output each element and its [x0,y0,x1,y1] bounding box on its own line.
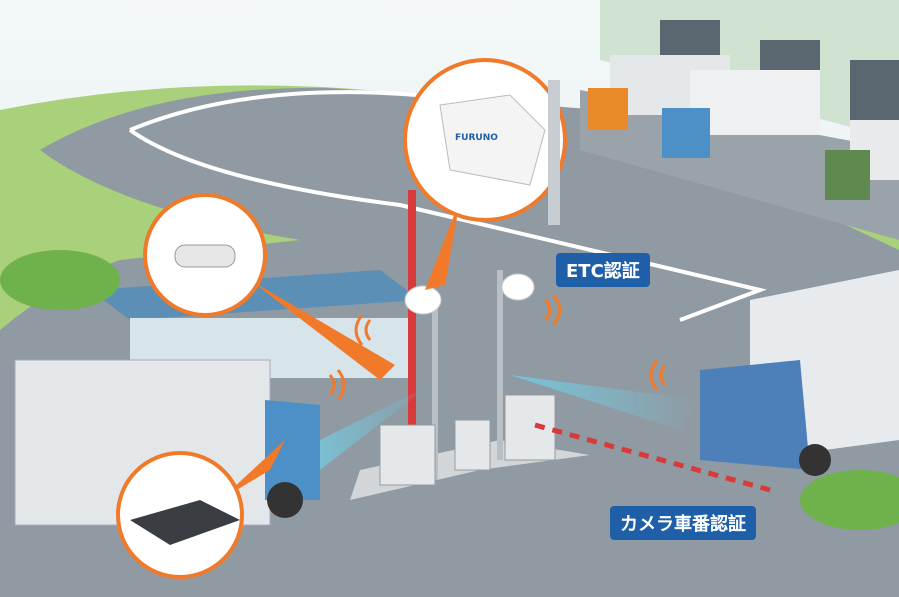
camera-plate-recognition-label: カメラ車番認証 [610,506,756,540]
parked-truck-orange [588,55,730,130]
road-line [129,90,431,132]
parked-truck-green [825,120,899,200]
parked-truck-blue [662,70,820,158]
gate-unit [504,394,556,461]
etc-antenna [404,285,442,315]
etc-antenna [501,273,535,301]
tree [0,250,120,310]
callout-pointer [425,200,460,290]
antenna-pole [432,300,438,480]
barrier-arm [534,422,771,493]
antenna-pole [497,270,503,460]
antenna-logo: FURUNO [455,133,498,143]
truck-right [700,270,899,476]
etc-antenna-closeup [439,94,546,186]
callout-pointer [250,280,395,380]
gate-unit [379,424,436,486]
tree [800,470,899,530]
onboard-unit-icon [130,500,240,545]
etc-authentication-label: ETC認証 [556,253,650,287]
camera-beam [510,375,700,430]
road-line [128,128,767,322]
barrier-pole [408,190,416,480]
camera-beam [300,385,430,470]
gate-unit [454,419,491,471]
camera-icon [174,244,236,268]
signal-waves-icon [328,293,667,401]
